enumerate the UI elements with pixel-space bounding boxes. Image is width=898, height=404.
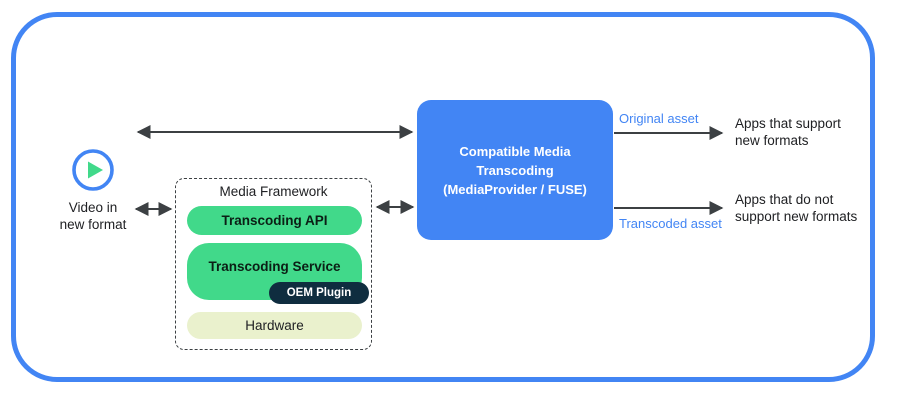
media-framework-box: Media Framework Transcoding API Transcod… bbox=[175, 178, 372, 350]
apps-supporting-label: Apps that support new formats bbox=[735, 116, 841, 148]
original-asset-label: Original asset bbox=[619, 111, 699, 126]
transcoded-asset-label: Transcoded asset bbox=[619, 216, 722, 231]
play-circle-icon bbox=[72, 149, 114, 191]
hardware-pill[interactable]: Hardware bbox=[187, 312, 362, 339]
video-source-group: Video in new format bbox=[47, 148, 139, 233]
media-framework-title: Media Framework bbox=[219, 184, 328, 199]
apps-not-supporting-label: Apps that do not support new formats bbox=[735, 192, 858, 224]
transcoding-api-pill[interactable]: Transcoding API bbox=[187, 206, 362, 235]
oem-plugin-pill[interactable]: OEM Plugin bbox=[269, 282, 369, 304]
compatible-media-transcoding-label: Compatible Media Transcoding (MediaProvi… bbox=[443, 143, 587, 197]
video-source-label: Video in new format bbox=[59, 200, 127, 232]
compatible-media-transcoding-box[interactable]: Compatible Media Transcoding (MediaProvi… bbox=[417, 100, 613, 240]
